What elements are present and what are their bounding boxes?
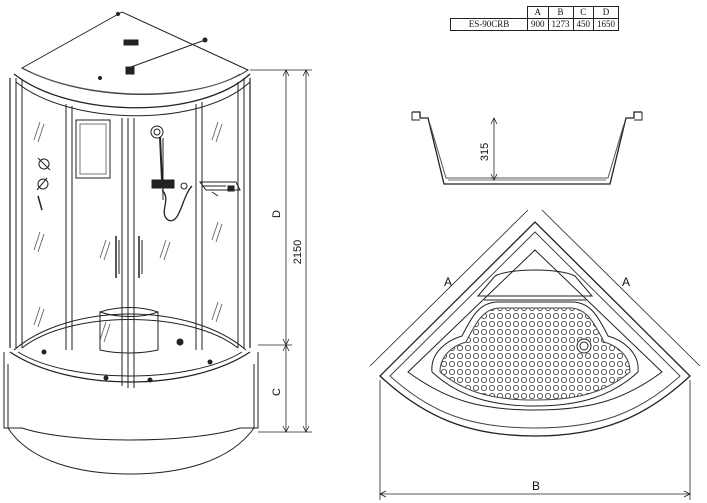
dim-label-depth: 315 xyxy=(479,143,491,161)
mixer-valve-icon xyxy=(36,157,51,211)
spec-value-d: 1650 xyxy=(593,18,619,31)
cabin-roof-arc xyxy=(13,73,251,109)
spec-table-row: ES-90CRB 900 1273 450 1650 xyxy=(450,18,619,31)
tray-rim xyxy=(21,319,239,349)
ceiling-shower-icon xyxy=(98,12,208,80)
dim-label-d: D xyxy=(271,210,283,218)
tray-apron xyxy=(3,352,259,441)
dim-label-b: B xyxy=(532,479,540,493)
dim-label-c: C xyxy=(271,388,283,396)
hand-shower-icon xyxy=(150,125,193,222)
shower-seat xyxy=(99,311,159,354)
spec-model: ES-90CRB xyxy=(450,18,528,31)
cabin-dimensions xyxy=(250,69,312,433)
shelf-icon xyxy=(199,181,241,197)
shower-cabin-view xyxy=(3,11,259,475)
tray-plan-view xyxy=(379,221,691,437)
dim-label-a-right: A xyxy=(622,275,630,289)
back-panel xyxy=(75,119,111,179)
cabin-roof-inner xyxy=(29,71,241,95)
dim-label-overall-height: 2150 xyxy=(292,240,304,264)
tray-section-view xyxy=(411,111,643,185)
spec-table: A B C D ES-90CRB 900 1273 450 1650 xyxy=(450,6,619,31)
spec-value-b: 1273 xyxy=(547,18,574,31)
dim-label-a-left: A xyxy=(444,275,452,289)
plan-dimensions xyxy=(369,209,701,500)
door-handle-icon xyxy=(115,236,143,278)
